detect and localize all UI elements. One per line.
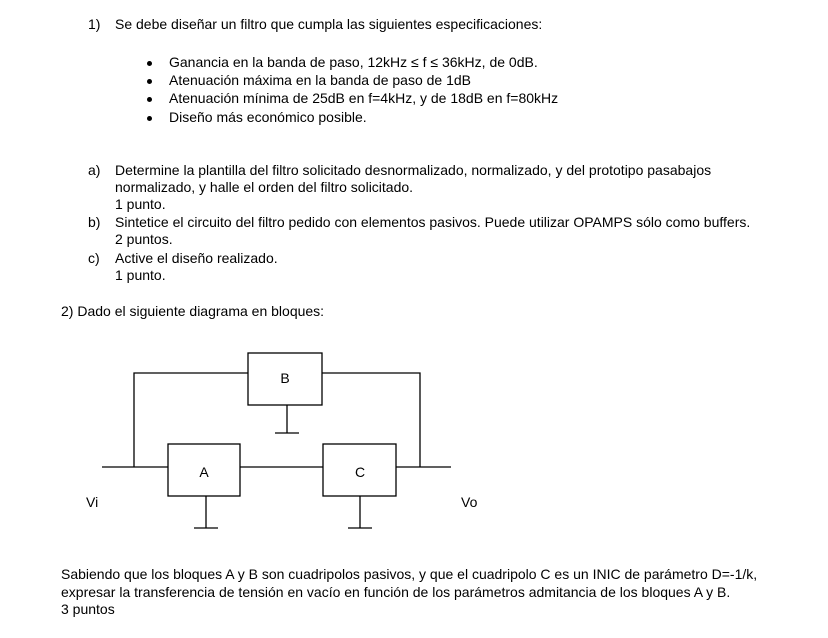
b-input-wire (133, 372, 248, 467)
block-a (167, 443, 241, 497)
input-label: Vi (86, 494, 98, 510)
part-a-line: Determine la plantilla del filtro solici… (115, 162, 712, 178)
problem2-points: 3 puntos (61, 601, 115, 617)
problem1-number: 1) (88, 16, 101, 32)
part-c-letter: c) (88, 250, 100, 266)
part-b-line: Sintetice el circuito del filtro pedido … (115, 214, 751, 230)
bullet-icon (147, 61, 152, 66)
block-a-label: A (199, 464, 209, 480)
block-b (247, 352, 323, 406)
part-b-points: 2 puntos. (115, 231, 173, 247)
b-output-wire (322, 372, 421, 467)
problem1-intro: Se debe diseñar un filtro que cumpla las… (115, 16, 543, 32)
part-b-letter: b) (88, 214, 101, 230)
part-c-line: Active el diseño realizado. (115, 250, 278, 266)
bullet-icon (147, 116, 152, 121)
problem2-intro: 2) Dado el siguiente diagrama en bloques… (61, 303, 325, 319)
problem2-statement-line: Sabiendo que los bloques A y B son cuadr… (61, 566, 758, 582)
output-label: Vo (461, 494, 478, 510)
spec-item: Diseño más económico posible. (169, 109, 367, 125)
bullet-icon (147, 79, 152, 84)
spec-item: Ganancia en la banda de paso, 12kHz ≤ f … (169, 54, 538, 70)
problem2-statement-line: expresar la transferencia de tensión en … (61, 584, 731, 600)
part-a-line: normalizado, y halle el orden del filtro… (115, 179, 414, 195)
block-b-label: B (280, 370, 289, 386)
spec-item: Atenuación máxima en la banda de paso de… (169, 72, 471, 88)
part-c-points: 1 punto. (115, 267, 166, 283)
bullet-icon (147, 97, 152, 102)
part-a-points: 1 punto. (115, 196, 166, 212)
spec-item: Atenuación mínima de 25dB en f=4kHz, y d… (169, 90, 559, 106)
block-c (322, 443, 397, 497)
part-a-letter: a) (88, 162, 101, 178)
block-c-label: C (355, 464, 365, 480)
